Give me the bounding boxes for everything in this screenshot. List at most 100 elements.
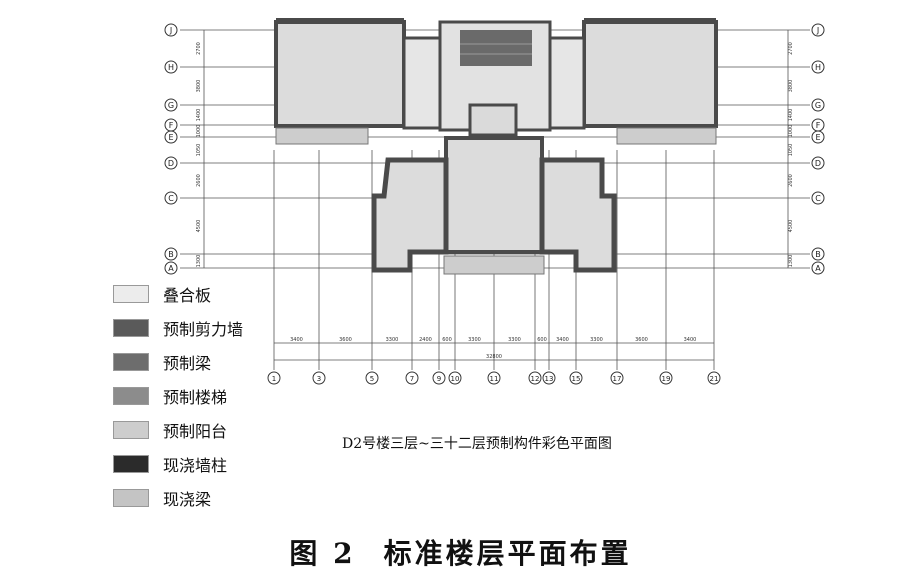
axis-bubble	[569, 371, 583, 385]
axis-bubble	[811, 156, 825, 170]
col-dimension: 3300	[468, 337, 481, 343]
building-outline	[274, 18, 718, 275]
axis-label-col: 21	[710, 375, 719, 383]
row-dimension: 2700	[196, 42, 202, 55]
legend-label: 现浇墙柱	[163, 456, 228, 475]
axis-label-row: C	[815, 194, 821, 203]
axis-bubble	[164, 23, 178, 37]
row-dimension: 1000	[788, 125, 794, 138]
row-dimension: 1000	[196, 125, 202, 138]
row-dimension: 2700	[788, 42, 794, 55]
axis-label-row: A	[168, 264, 174, 273]
legend-swatch	[113, 421, 149, 439]
axis-bubble	[811, 23, 825, 37]
legend-swatch	[113, 455, 149, 473]
slab-right-lower	[539, 157, 617, 273]
legend-item: 预制梁	[113, 351, 211, 373]
axis-bubble	[164, 130, 178, 144]
row-dimension: 1400	[788, 109, 794, 122]
axis-bubble	[164, 247, 178, 261]
axis-label-row: D	[168, 159, 174, 168]
axis-label-row: H	[168, 63, 174, 72]
axis-bubble	[707, 371, 721, 385]
legend-label: 叠合板	[163, 286, 212, 305]
axis-label-row: H	[815, 63, 821, 72]
wall-left-top	[276, 18, 404, 24]
row-dimension: 1050	[788, 144, 794, 157]
axis-bubble	[164, 98, 178, 112]
axis-label-col: 17	[613, 375, 622, 383]
col-dimension: 3600	[339, 337, 352, 343]
axis-bubble	[432, 371, 446, 385]
slab-left-lower	[371, 157, 449, 273]
axis-bubble	[610, 371, 624, 385]
row-dimension: 1300	[196, 255, 202, 268]
axis-label-row: G	[815, 101, 821, 110]
legend-label: 预制梁	[163, 354, 212, 373]
axis-label-col: 7	[410, 375, 414, 383]
legend-label: 预制剪力墙	[163, 320, 244, 339]
plan-subtitle: D2号楼三层~三十二层预制构件彩色平面图	[342, 436, 612, 452]
legend-swatch	[113, 353, 149, 371]
axis-label-col: 19	[662, 375, 671, 383]
row-dimension: 1050	[196, 144, 202, 157]
legend-item: 预制楼梯	[113, 385, 227, 407]
axis-bubble	[528, 371, 542, 385]
row-dimension: 3800	[788, 80, 794, 93]
balcony-right-upper	[616, 127, 717, 145]
legend-label: 预制楼梯	[163, 388, 228, 407]
axis-label-col: 13	[545, 375, 554, 383]
legend-label: 预制阳台	[163, 422, 228, 441]
axis-bubble	[811, 130, 825, 144]
axis-bubble	[267, 371, 281, 385]
figure-title: 标准楼层平面布置	[383, 537, 632, 570]
col-dimension: 2400	[419, 337, 432, 343]
axis-label-row: G	[168, 101, 174, 110]
row-dimension: 2600	[196, 174, 202, 187]
col-dimension: 3600	[635, 337, 648, 343]
row-dimension: 3800	[196, 80, 202, 93]
row-dimension: 2600	[788, 174, 794, 187]
axis-bubble	[811, 247, 825, 261]
col-dimension: 3300	[590, 337, 603, 343]
col-dimension: 600	[537, 337, 547, 343]
legend-item: 预制剪力墙	[113, 317, 243, 339]
axis-label-col: 3	[317, 375, 321, 383]
axis-bubble	[811, 98, 825, 112]
row-dimension: 1400	[196, 109, 202, 122]
axis-label-row: E	[168, 133, 173, 142]
wall-right-top	[584, 18, 716, 24]
axis-label-row: J	[169, 26, 172, 35]
axis-label-col: 11	[490, 375, 499, 383]
axis-label-row: F	[816, 121, 821, 130]
row-dimension: 4500	[196, 220, 202, 233]
legend-swatch	[113, 285, 149, 303]
axis-bubble	[542, 371, 556, 385]
slab-left-upper	[274, 20, 406, 128]
core-right	[548, 36, 586, 130]
axis-bubble	[405, 371, 419, 385]
axis-bubble	[164, 60, 178, 74]
axis-bubble	[365, 371, 379, 385]
axis-label-col: 9	[437, 375, 441, 383]
shaft	[468, 103, 518, 137]
legend-swatch	[113, 387, 149, 405]
legend-item: 预制阳台	[113, 419, 227, 441]
slab-right-upper	[582, 20, 718, 128]
axis-bubble	[448, 371, 462, 385]
stair-flight	[460, 30, 532, 66]
axis-bubble	[659, 371, 673, 385]
axis-label-row: A	[815, 264, 821, 273]
col-dimension: 600	[442, 337, 452, 343]
axis-bubble	[487, 371, 501, 385]
legend-label: 现浇梁	[163, 490, 212, 509]
balcony-left-upper	[275, 127, 369, 145]
axis-label-row: C	[168, 194, 174, 203]
col-dimension: 3400	[684, 337, 697, 343]
axis-bubble	[811, 60, 825, 74]
balcony-lower	[443, 255, 545, 275]
legend-swatch	[113, 489, 149, 507]
axis-label-row: B	[815, 250, 821, 259]
axis-bubble	[164, 156, 178, 170]
